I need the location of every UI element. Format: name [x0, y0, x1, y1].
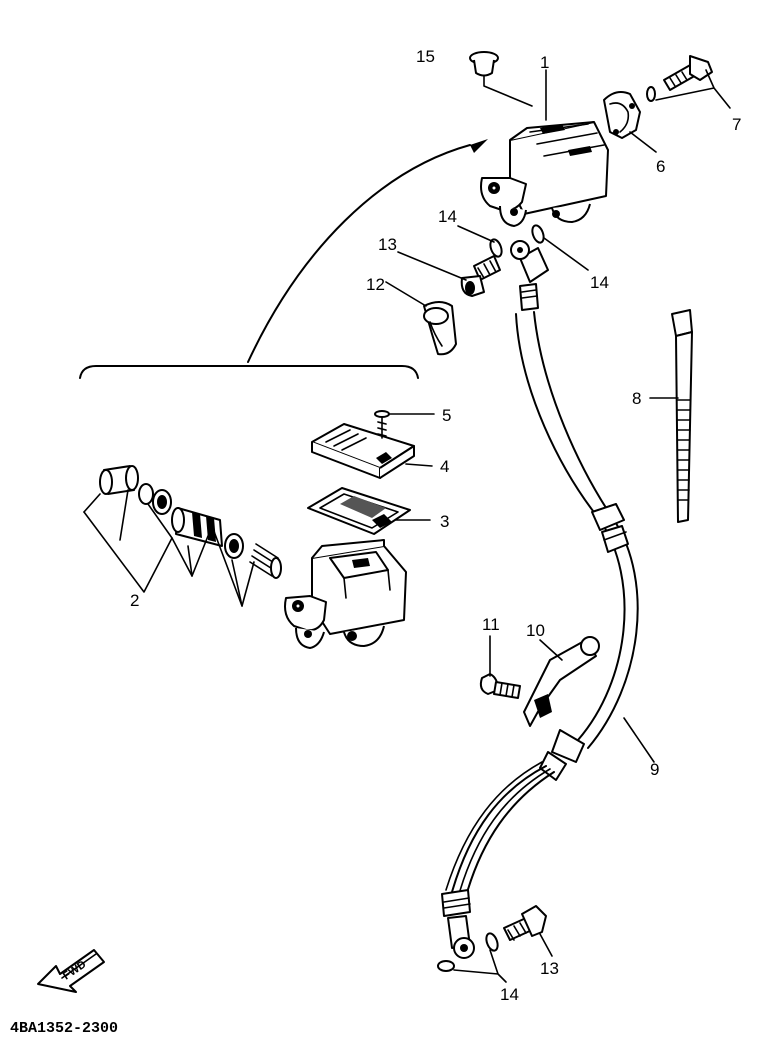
leader-13-lower [539, 933, 553, 957]
callout-14-upper-right: 14 [590, 273, 609, 292]
leader-14-upper-left [457, 225, 495, 243]
leader-13-upper [397, 251, 467, 281]
leader-15 [483, 75, 533, 107]
clamp-bolt-part [646, 55, 713, 102]
leader-4 [405, 463, 433, 467]
leader-9 [623, 717, 655, 763]
diaphragm-part [307, 487, 411, 535]
reservoir-plate-part [311, 423, 415, 479]
callout-12: 12 [366, 275, 385, 294]
leader-2 [83, 511, 255, 607]
reservoir-cap-part [469, 51, 499, 77]
subassembly-bracket [79, 139, 488, 379]
fwd-arrow-icon [37, 949, 105, 993]
callout-13-upper: 13 [378, 235, 397, 254]
callout-5: 5 [442, 406, 451, 425]
master-cylinder-part [480, 121, 609, 227]
hose-guide-part [523, 636, 600, 727]
callout-13-lower: 13 [540, 959, 559, 978]
callout-10: 10 [526, 621, 545, 640]
leader-7 [655, 69, 731, 109]
callout-7: 7 [732, 115, 741, 134]
callout-8: 8 [632, 389, 641, 408]
cable-tie-part [671, 309, 693, 523]
callout-1: 1 [540, 53, 549, 72]
guide-bolt-part [479, 673, 521, 699]
callout-2: 2 [130, 591, 139, 610]
leader-2-branches [83, 489, 243, 607]
callout-4: 4 [440, 457, 449, 476]
callout-15: 15 [416, 47, 435, 66]
leader-6 [629, 131, 657, 153]
callout-3: 3 [440, 512, 449, 531]
brake-hose-boot-part [423, 301, 457, 356]
handlebar-clamp-part [603, 91, 641, 139]
callout-9: 9 [650, 760, 659, 779]
upper-union-bolt [460, 255, 501, 297]
piston-kit-part [99, 465, 282, 579]
leader-14-upper-right [543, 237, 589, 271]
leader-10 [539, 639, 563, 661]
callout-14-lower: 14 [500, 985, 519, 1004]
master-cylinder-body-part [284, 539, 407, 649]
callout-11: 11 [482, 615, 500, 634]
upper-copper-washers [489, 224, 545, 258]
brake-hose-part [441, 240, 639, 959]
diagram-code: 4BA1352-2300 [10, 1020, 118, 1037]
plate-screw-part [374, 410, 390, 439]
lower-union-bolt [503, 905, 547, 941]
lower-copper-washers [437, 932, 499, 972]
leader-12 [385, 281, 427, 307]
leader-14-lower [453, 949, 507, 983]
callout-6: 6 [656, 157, 665, 176]
callout-14-upper-left: 14 [438, 207, 457, 226]
